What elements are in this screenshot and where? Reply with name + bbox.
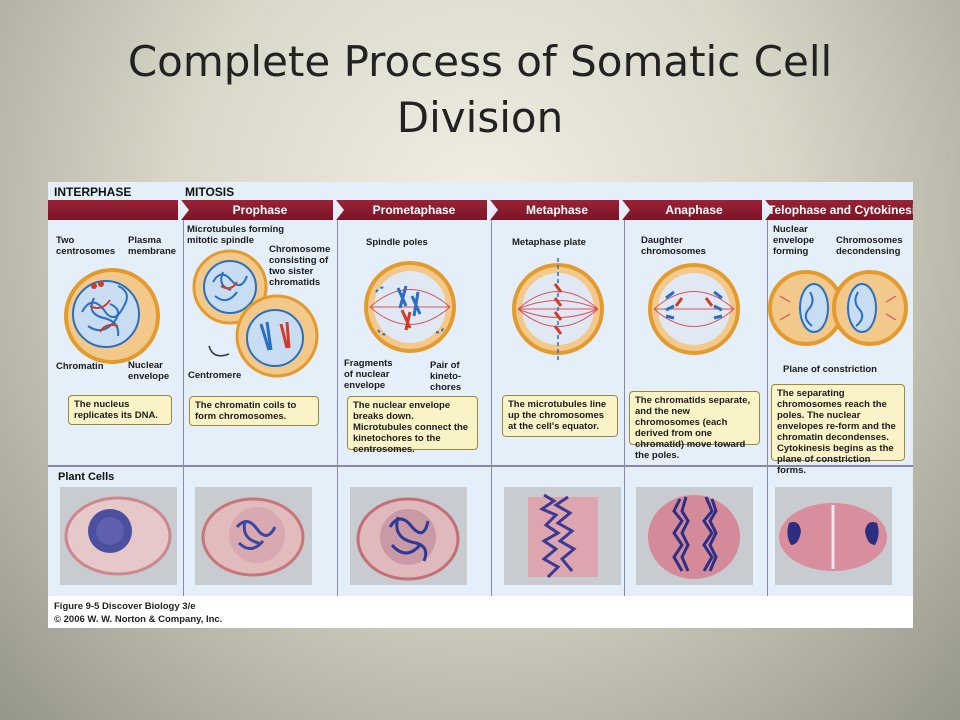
title-line-2: Division xyxy=(396,93,564,142)
section-interphase: INTERPHASE xyxy=(54,185,132,199)
stage-prophase: Prophase xyxy=(232,203,288,217)
stage-prometaphase: Prometaphase xyxy=(372,203,456,217)
label-nuclear-envelope: Nuclear envelope xyxy=(128,360,170,382)
label-spindle-poles: Spindle poles xyxy=(366,237,428,248)
stage-arrow xyxy=(333,196,344,224)
label-daughter-chromosomes: Daughter chromosomes xyxy=(641,235,706,257)
desc-prometaphase: The nuclear envelope breaks down. Microt… xyxy=(347,396,478,455)
label-chromatin: Chromatin xyxy=(56,361,104,372)
plant-cell-photo-anaphase xyxy=(636,487,753,585)
plant-cell-photo-telophase xyxy=(775,487,892,585)
metaphase-cell-diagram xyxy=(512,258,604,360)
column-divider xyxy=(624,220,625,612)
label-plasma-membrane: Plasma membrane xyxy=(128,235,177,257)
stage-anaphase: Anaphase xyxy=(665,203,723,217)
interphase-cell-diagram xyxy=(64,268,160,364)
plant-cell-photo-interphase xyxy=(60,487,177,585)
prometaphase-cell-diagram xyxy=(364,261,456,353)
column-divider xyxy=(767,220,768,612)
stage-telophase: Telophase and Cytokinesis xyxy=(768,203,913,217)
plant-cells-label: Plant Cells xyxy=(58,471,115,483)
plant-cell-photo-prophase xyxy=(195,487,312,585)
label-chromosome: Chromosome consisting of two sister chro… xyxy=(269,244,331,288)
plant-cell-photo-prometaphase xyxy=(350,487,467,585)
credit-line-1: Figure 9-5 Discover Biology 3/e xyxy=(54,601,196,612)
slide-title: Complete Process of Somatic Cell Divisio… xyxy=(60,34,900,146)
row-divider xyxy=(48,465,913,467)
label-plane-of-constriction: Plane of constriction xyxy=(783,364,877,375)
telophase-cell-diagram xyxy=(768,270,908,346)
stage-arrow xyxy=(762,196,773,224)
plant-cell-photo-metaphase xyxy=(504,487,621,585)
label-two-centrosomes: Two centrosomes xyxy=(56,235,116,257)
desc-prophase: The chromatin coils to form chromosomes. xyxy=(189,396,319,426)
stage-metaphase: Metaphase xyxy=(525,203,589,217)
label-nuclear-envelope-forming: Nuclear envelope forming xyxy=(773,224,815,257)
stage-arrow xyxy=(619,196,630,224)
desc-metaphase: The microtubules line up the chromosomes… xyxy=(502,395,618,437)
desc-interphase: The nucleus replicates its DNA. xyxy=(68,395,172,425)
label-metaphase-plate: Metaphase plate xyxy=(512,237,586,248)
label-chromosomes-decondensing: Chromosomes decondensing xyxy=(836,235,903,257)
column-divider xyxy=(183,220,184,612)
desc-telophase: The separating chromosomes reach the pol… xyxy=(771,384,905,476)
column-divider xyxy=(337,220,338,612)
column-divider xyxy=(491,220,492,612)
section-mitosis: MITOSIS xyxy=(185,185,235,199)
credit-line-2: © 2006 W. W. Norton & Company, Inc. xyxy=(54,614,223,625)
title-line-1: Complete Process of Somatic Cell xyxy=(127,37,833,86)
desc-anaphase: The chromatids separate, and the new chr… xyxy=(629,391,760,461)
anaphase-cell-diagram xyxy=(648,263,740,355)
label-kinetochores: Pair of kineto- chores xyxy=(430,360,462,393)
label-centromere: Centromere xyxy=(188,370,242,381)
stage-bar xyxy=(48,200,913,220)
mitosis-figure: INTERPHASE MITOSIS Prophase Prometaphase… xyxy=(48,182,913,628)
prophase-cell-diagram xyxy=(192,249,319,378)
figure-credit: Figure 9-5 Discover Biology 3/e © 2006 W… xyxy=(48,596,913,628)
stage-arrow xyxy=(487,196,498,224)
label-fragments: Fragments of nuclear envelope xyxy=(344,358,393,391)
stage-arrow xyxy=(178,196,189,224)
label-microtubules: Microtubules forming mitotic spindle xyxy=(187,224,285,246)
